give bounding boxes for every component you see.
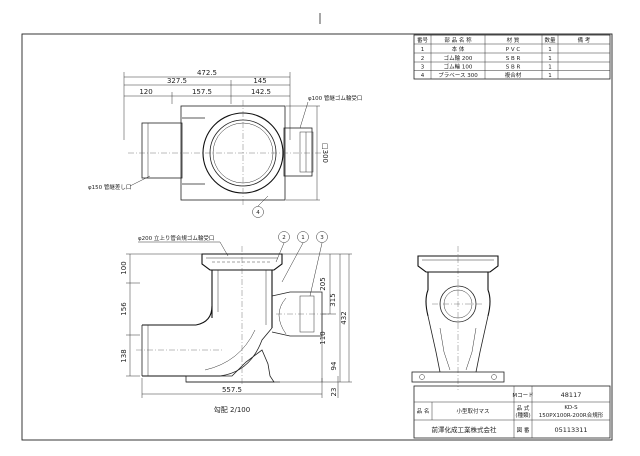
model-label-sub: (種類) <box>515 411 530 419</box>
model-label: 品 式 <box>517 404 530 412</box>
dimension-label: 315 <box>329 293 337 306</box>
dimension-label: 557.5 <box>222 386 242 394</box>
dimension-label: 205 <box>319 277 327 290</box>
callout-phi200: φ200 立上り管合規ゴム輪受口 <box>138 234 214 242</box>
table-cell-qty: 1 <box>548 73 552 79</box>
table-header-name: 部 品 名 称 <box>444 36 472 44</box>
table-cell-name: プラベース 300 <box>438 72 478 79</box>
dimension-label: 138 <box>120 349 128 362</box>
callout-phi150: φ150 管継差し口 <box>88 183 131 191</box>
table-cell-qty: 1 <box>548 56 552 62</box>
dimension-label: 120 <box>139 88 152 96</box>
dimension-label: 157.5 <box>192 88 212 96</box>
table-cell-material: S B R <box>506 56 521 62</box>
table-cell-name: ゴム輪 200 <box>444 54 473 62</box>
table-cell-no: 2 <box>421 56 425 62</box>
title-block: Mコード 48117 品 名 小型取付マス 品 式 (種類) KD-S 150P… <box>413 385 611 439</box>
table-cell-qty: 1 <box>548 65 552 71</box>
table-cell-material: P V C <box>506 47 521 53</box>
dimension-label: 23 <box>330 388 338 397</box>
callout-phi100: φ100 管継ゴム輪受口 <box>308 94 362 102</box>
table-cell-material: S B R <box>506 65 521 71</box>
table-cell-no: 4 <box>421 73 425 79</box>
dimension-label: 110 <box>319 331 327 344</box>
dimension-label: 327.5 <box>167 77 187 85</box>
model-value-sub: 150PX100R-200R合規形 <box>539 411 604 419</box>
table-cell-qty: 1 <box>548 47 552 53</box>
balloon <box>297 231 309 243</box>
drawing-number-label: 図 番 <box>517 427 530 434</box>
drawing-border <box>21 33 613 441</box>
table-header-material: 材 質 <box>507 36 520 44</box>
table-cell-no: 3 <box>421 65 425 71</box>
dimension-label: 94 <box>330 361 338 370</box>
balloon <box>252 206 264 218</box>
dimension-label: 156 <box>120 302 128 316</box>
table-cell-no: 1 <box>421 47 425 53</box>
dimension-label: 100 <box>120 261 128 274</box>
dimension-label: 432 <box>340 311 348 324</box>
dimension-label: 472.5 <box>197 69 217 77</box>
parts-table: 番号 部 品 名 称 材 質 数量 備 考 1 本 体 P V C 1 2 ゴム… <box>413 34 611 80</box>
table-header-no: 番号 <box>417 37 429 44</box>
side-view <box>411 246 505 390</box>
dimension-label: 145 <box>253 77 266 85</box>
drawing-number-value: 05113311 <box>554 426 587 434</box>
dimension-label: □300 <box>321 143 329 163</box>
company-name: 前澤化成工業株式会社 <box>432 425 498 434</box>
balloon <box>316 231 328 243</box>
dimension-label: 142.5 <box>251 88 271 96</box>
m-code-value: 48117 <box>561 391 582 399</box>
table-cell-name: ゴム輪 100 <box>444 63 473 71</box>
model-value: KD-S <box>564 405 578 411</box>
product-name-label: 品 名 <box>417 407 430 415</box>
plan-view: 472.5 327.5 145 120 157.5 142.5 □300 φ10… <box>88 69 362 218</box>
m-code-label: Mコード <box>512 392 533 399</box>
balloon-number: 4 <box>256 210 260 216</box>
balloon-number: 1 <box>301 235 305 241</box>
product-name-value: 小型取付マス <box>456 407 489 415</box>
table-cell-material: 複合材 <box>505 71 522 79</box>
balloon-number: 3 <box>320 235 324 241</box>
front-view: φ200 立上り管合規ゴム輪受口 2 <box>120 231 352 414</box>
balloon-number: 2 <box>282 235 286 241</box>
balloon <box>278 231 290 243</box>
table-cell-name: 本 体 <box>452 45 465 53</box>
table-header-note: 備 考 <box>578 36 591 44</box>
slope-label: 勾配 2/100 <box>214 405 250 414</box>
table-header-qty: 数量 <box>544 36 556 44</box>
